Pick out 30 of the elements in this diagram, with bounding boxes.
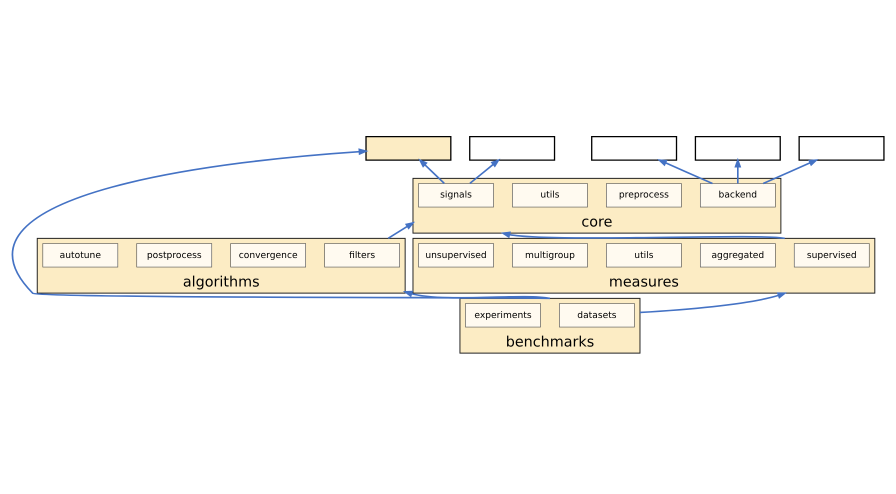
arrow (402, 290, 550, 299)
arrow (762, 158, 818, 184)
node-box: supervised (794, 242, 870, 267)
node-box: datasets (559, 302, 635, 327)
node-box: multigroup (512, 242, 588, 267)
node-box (591, 135, 678, 160)
node-box: unsupervised (418, 242, 494, 267)
arrow (640, 292, 788, 313)
arrow (469, 158, 500, 184)
node-box: filters (324, 242, 400, 267)
node-box: experiments (465, 302, 541, 327)
arrow (12, 148, 550, 299)
arrow (388, 221, 416, 239)
node-box: postprocess (136, 242, 212, 267)
node-box: aggregated (700, 242, 776, 267)
node-box (694, 135, 781, 160)
node-box: utils (606, 242, 682, 267)
node-box (798, 135, 885, 160)
node-box (365, 135, 452, 160)
arrow (734, 157, 742, 183)
node-box: backend (700, 182, 776, 207)
node-box: utils (512, 182, 588, 207)
node-box: signals (418, 182, 494, 207)
arrow (657, 158, 713, 184)
node-box: autotune (42, 242, 118, 267)
node-box (469, 135, 556, 160)
arrow (500, 231, 785, 239)
arrow (418, 158, 445, 184)
node-box: convergence (230, 242, 306, 267)
node-box: preprocess (606, 182, 682, 207)
